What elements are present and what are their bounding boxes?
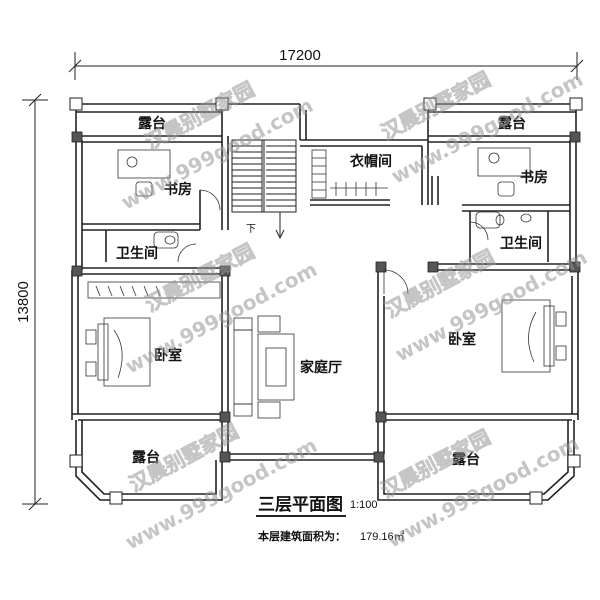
study-furniture-left	[117, 149, 171, 197]
family-hall-sofa	[233, 315, 295, 419]
terrace-top-right-label: 露台	[498, 115, 526, 132]
bedroom-right-label: 卧室	[448, 331, 476, 348]
cloakroom-racks	[311, 149, 388, 199]
study-left-label: 书房	[164, 181, 192, 198]
cloakroom-label: 衣帽间	[350, 153, 392, 170]
bath-fixtures-left	[153, 231, 197, 263]
bath-right-label: 卫生间	[500, 235, 542, 252]
walls	[71, 103, 579, 461]
bedroom-left-label: 卧室	[154, 347, 182, 364]
columns	[69, 97, 583, 505]
stair-down-label: 下	[246, 224, 256, 235]
terrace-bottom-right-label: 露台	[452, 451, 480, 468]
study-furniture-right	[477, 147, 531, 197]
bedroom-right-furniture	[501, 299, 567, 373]
dimension-lines	[22, 52, 584, 511]
bath-left-label: 卫生间	[116, 245, 158, 262]
terrace-top-left-label: 露台	[138, 115, 166, 132]
staircase	[231, 139, 297, 240]
bath-fixtures-right	[469, 211, 532, 241]
study-right-label: 书房	[520, 169, 548, 186]
area-value: 179.16㎡	[360, 530, 405, 543]
height-dimension-label: 13800	[15, 281, 32, 323]
area-label: 本层建筑面积为：	[258, 529, 346, 543]
bedroom-left-furniture	[85, 281, 221, 387]
family-hall-label: 家庭厅	[300, 359, 342, 376]
width-dimension-label: 17200	[279, 47, 321, 64]
terrace-bottom-left-label: 露台	[132, 449, 160, 466]
plan-title: 三层平面图	[258, 495, 343, 515]
plan-scale: 1:100	[350, 499, 378, 511]
doors	[199, 189, 409, 295]
